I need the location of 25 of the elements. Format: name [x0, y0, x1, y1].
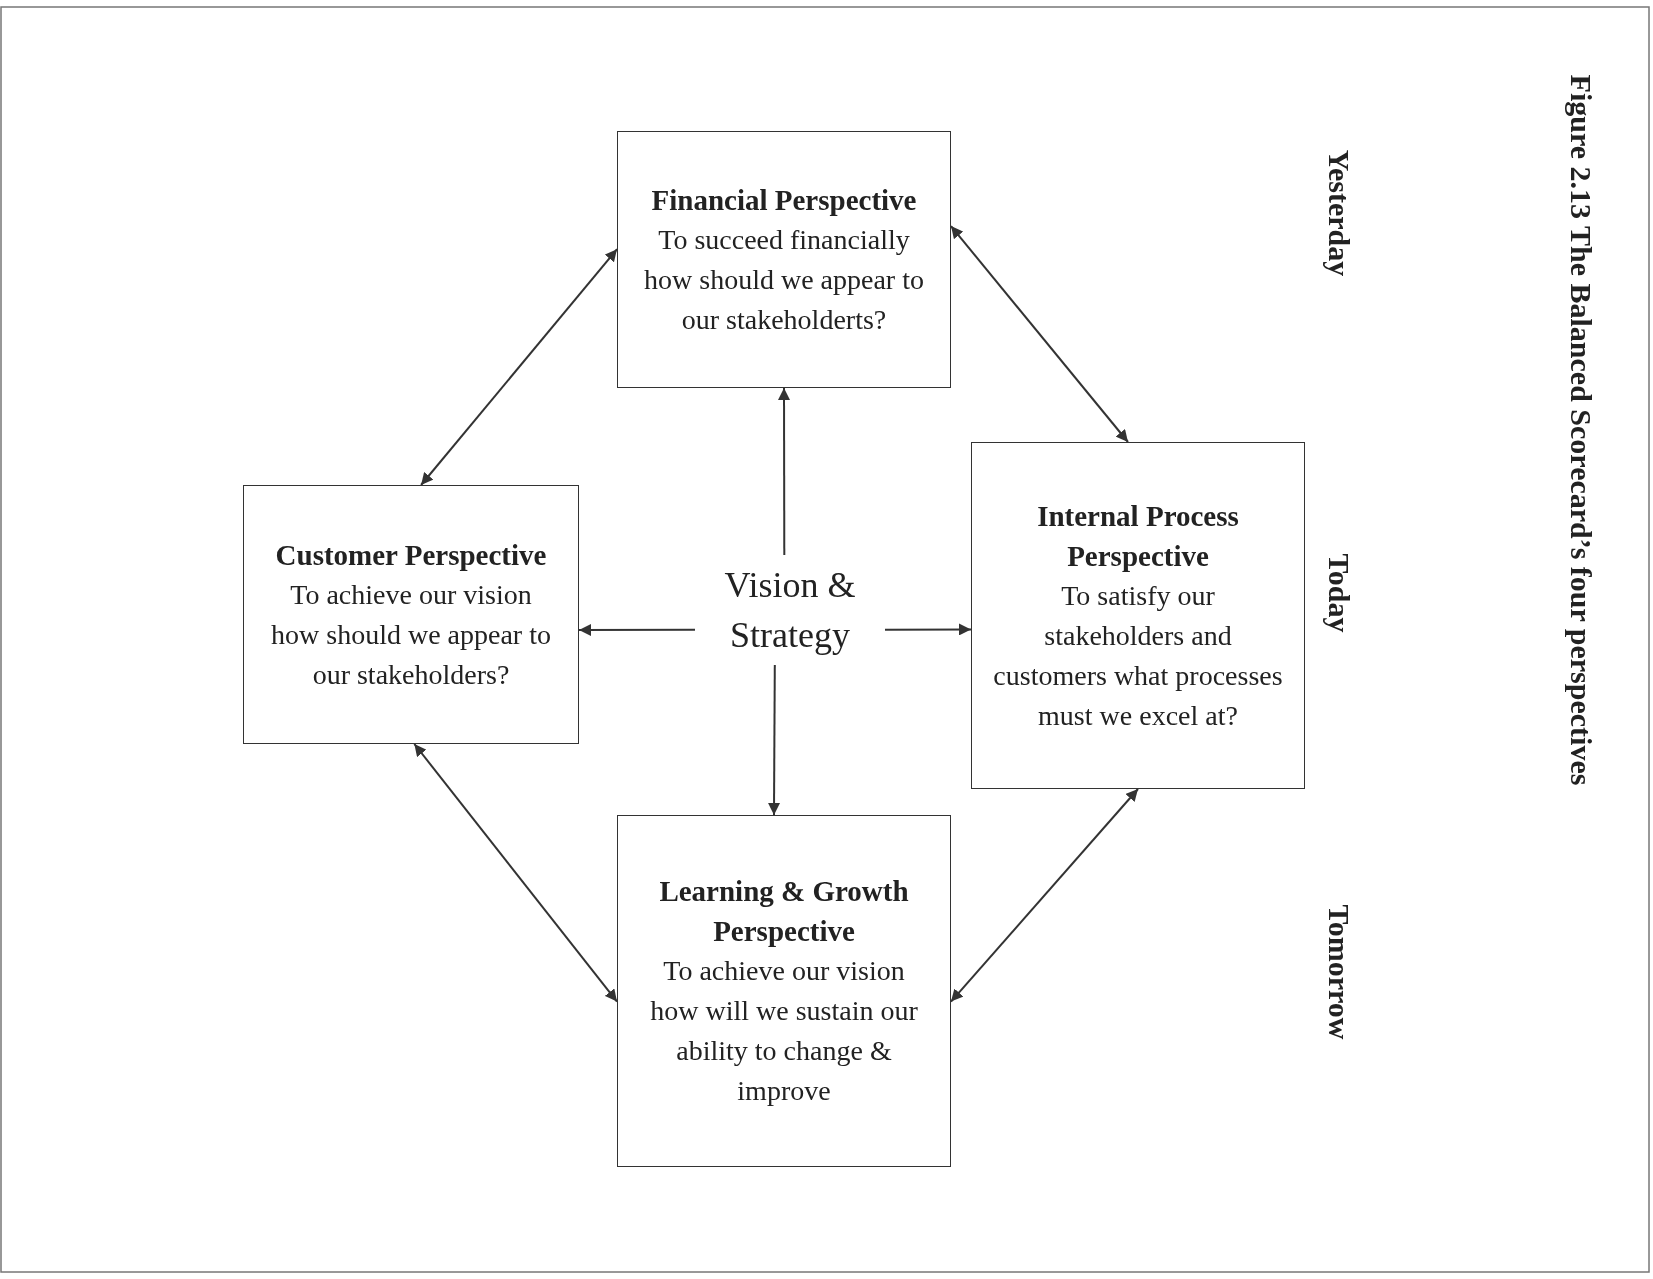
arrow — [413, 743, 618, 1003]
arrow — [768, 664, 781, 816]
box-heading: Internal Process Perspective — [1036, 498, 1240, 574]
arrow — [950, 788, 1139, 1003]
arrow — [778, 387, 790, 556]
perspective-box — [617, 131, 951, 388]
box-text: To succeed financially how should we appear to our stakeholderts? — [643, 222, 925, 337]
arrow — [578, 624, 696, 636]
box-heading: Financial Perspective — [651, 182, 917, 218]
perspective-box — [971, 442, 1305, 789]
arrow — [950, 225, 1129, 443]
box-text: To achieve our vision how should we appear to our stakeholders? — [270, 577, 552, 692]
perspective-box — [617, 815, 951, 1167]
box-heading: Learning & Growth Perspective — [658, 874, 910, 949]
box-text: To achieve our vision how will we sustain our ability to change & improve — [649, 954, 919, 1108]
arrow — [884, 623, 972, 636]
perspective-box — [243, 485, 579, 744]
time-label: Tomorrow — [1322, 903, 1357, 1042]
figure-title: Figure 2.13 The Balanced Scorecard’s four perspectives — [1564, 73, 1599, 788]
time-label: Today — [1322, 552, 1357, 635]
time-label: Yesterday — [1322, 148, 1357, 279]
box-text: To satisfy our stakeholders and customers what processes must we excel at? — [992, 578, 1284, 733]
vision-text: Vision & Strategy — [723, 564, 857, 657]
box-heading: Customer Perspective — [275, 537, 547, 573]
arrow — [420, 248, 618, 486]
